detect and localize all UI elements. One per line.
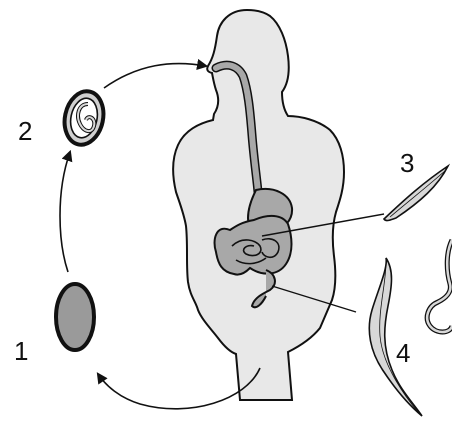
female-worm	[369, 258, 422, 416]
embryonated-egg	[60, 88, 108, 149]
label-worm-3: 3	[400, 148, 414, 178]
arrow-egg2-to-mouth	[104, 64, 206, 88]
arrow-body-to-egg1	[98, 368, 260, 409]
arrow-egg1-to-egg2	[60, 152, 70, 272]
fresh-egg	[56, 284, 94, 350]
label-worm-4: 4	[396, 338, 410, 368]
curled-worm	[427, 240, 452, 332]
label-egg-2: 2	[18, 116, 32, 146]
label-egg-1: 1	[14, 336, 28, 366]
male-worm	[384, 166, 448, 221]
